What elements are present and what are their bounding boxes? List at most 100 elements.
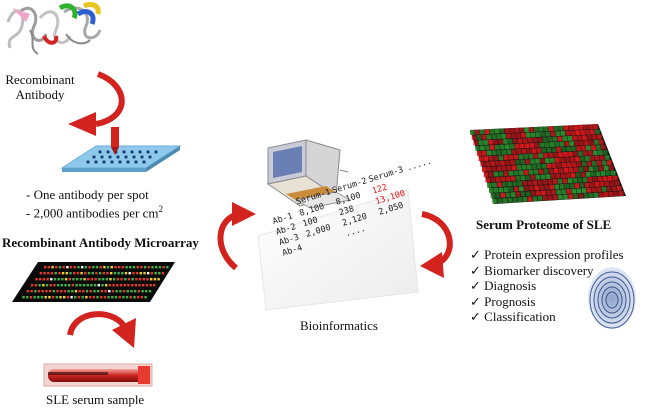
microarray-spot [155,266,158,269]
heatmap-cell [508,138,513,144]
heatmap-cell [557,163,562,168]
microarray-spot [111,290,115,293]
heatmap-cell [480,161,485,167]
heatmap-cell [586,187,592,193]
heatmap-cell [555,173,561,179]
microarray-spot [97,284,100,287]
heatmap-cell [595,129,600,135]
heatmap-cell [562,178,568,184]
spot-note-2-text: - 2,000 antibodies per cm [26,205,159,221]
microarray-spot [69,272,72,275]
microarray-spot [122,290,126,293]
heatmap-cell [491,134,497,140]
application-item: ✓ Classification [470,309,624,325]
heatmap-cell [583,124,588,130]
heatmap-cell [589,182,595,188]
microarray-spot [75,284,78,287]
heatmap-cell [593,150,598,156]
microarray-spot [140,296,144,299]
microarray-title: Recombinant Antibody Microarray [2,235,199,250]
microarray-spot [129,296,132,299]
heatmap-cell [571,146,576,152]
microarray-spot [90,278,94,281]
microarray-spot [48,296,51,299]
heatmap-cell [567,136,572,141]
microarray-spot [135,272,139,275]
microarray-spot [55,296,58,299]
heatmap-cell [579,140,584,146]
heatmap-cell [498,139,503,145]
heatmap-cell [493,155,499,161]
heatmap-cell [485,161,490,167]
microarray-spot [56,290,59,293]
microarray-spot [121,272,124,275]
microarray-spot [73,266,76,269]
heatmap-cell [496,150,502,155]
heatmap-cell [495,160,500,166]
heatmap-cell [611,170,616,176]
heatmap-cell [579,182,585,188]
heatmap-cell [488,188,494,193]
arrow-microarray-to-serum [67,311,136,348]
heatmap-cell [563,194,568,200]
heatmap-cell [532,180,537,186]
heatmap-cell [491,150,497,156]
heatmap-cell [548,152,553,158]
heatmap-cell [577,161,582,167]
heatmap-cell [578,193,583,199]
heatmap-cell [569,141,574,146]
microarray-spot [38,284,41,287]
antibody-structure-image [6,1,102,55]
microarray-spot [151,266,154,269]
microarray-spot [158,272,161,275]
microarray-spot [48,290,52,293]
antibody-label-line1: Recombinant [5,72,75,87]
heatmap-cell [526,148,532,154]
heatmap-cell [583,151,588,156]
heatmap-cell [571,188,577,194]
microarray-spot [50,278,53,281]
heatmap-cell [566,189,571,194]
microarray-spot [45,290,48,293]
array-slide-image [60,127,182,172]
serum-sample-label: SLE serum sample [46,392,145,407]
heatmap-cell [541,147,546,153]
heatmap-cell [522,180,527,186]
heatmap-cells [470,124,624,204]
heatmap-cell [609,181,615,186]
heatmap-cell [524,127,529,133]
heatmap-cell [515,159,520,165]
heatmap-cell [517,165,522,170]
heatmap-cell [503,171,509,176]
heatmap-cell [587,161,592,167]
heatmap-cell [498,155,504,161]
microarray-spot [80,272,83,275]
heatmap-cell [526,191,531,197]
microarray-spot [55,266,58,269]
heatmap-cell [583,193,589,199]
heatmap-cell [581,145,586,151]
heatmap-cell [493,139,498,145]
microarray-spot [86,284,89,287]
heatmap-cell [568,125,574,131]
heatmap-cell [616,186,622,191]
heatmap-cell [594,166,599,171]
microarray-spot [107,296,110,299]
microarray-spot [66,266,69,269]
microarray-spot [29,296,33,299]
microarray-spot [158,266,162,269]
heatmap-cell [563,125,569,131]
heatmap-cell [500,192,506,198]
heatmap-cell [557,136,563,142]
microarray-spot [50,272,54,275]
microarray-spot [39,278,42,281]
heatmap-cell [547,179,553,185]
heatmap-cell [588,166,594,172]
heatmap-cell [532,196,538,202]
spot-note-2-sup: 2 [158,204,164,214]
heatmap-cell [544,184,549,190]
computer-image [266,139,352,209]
arrow-antibody-to-slide [68,71,125,136]
heatmap-cell [572,178,578,183]
heatmap-cell [537,137,543,143]
